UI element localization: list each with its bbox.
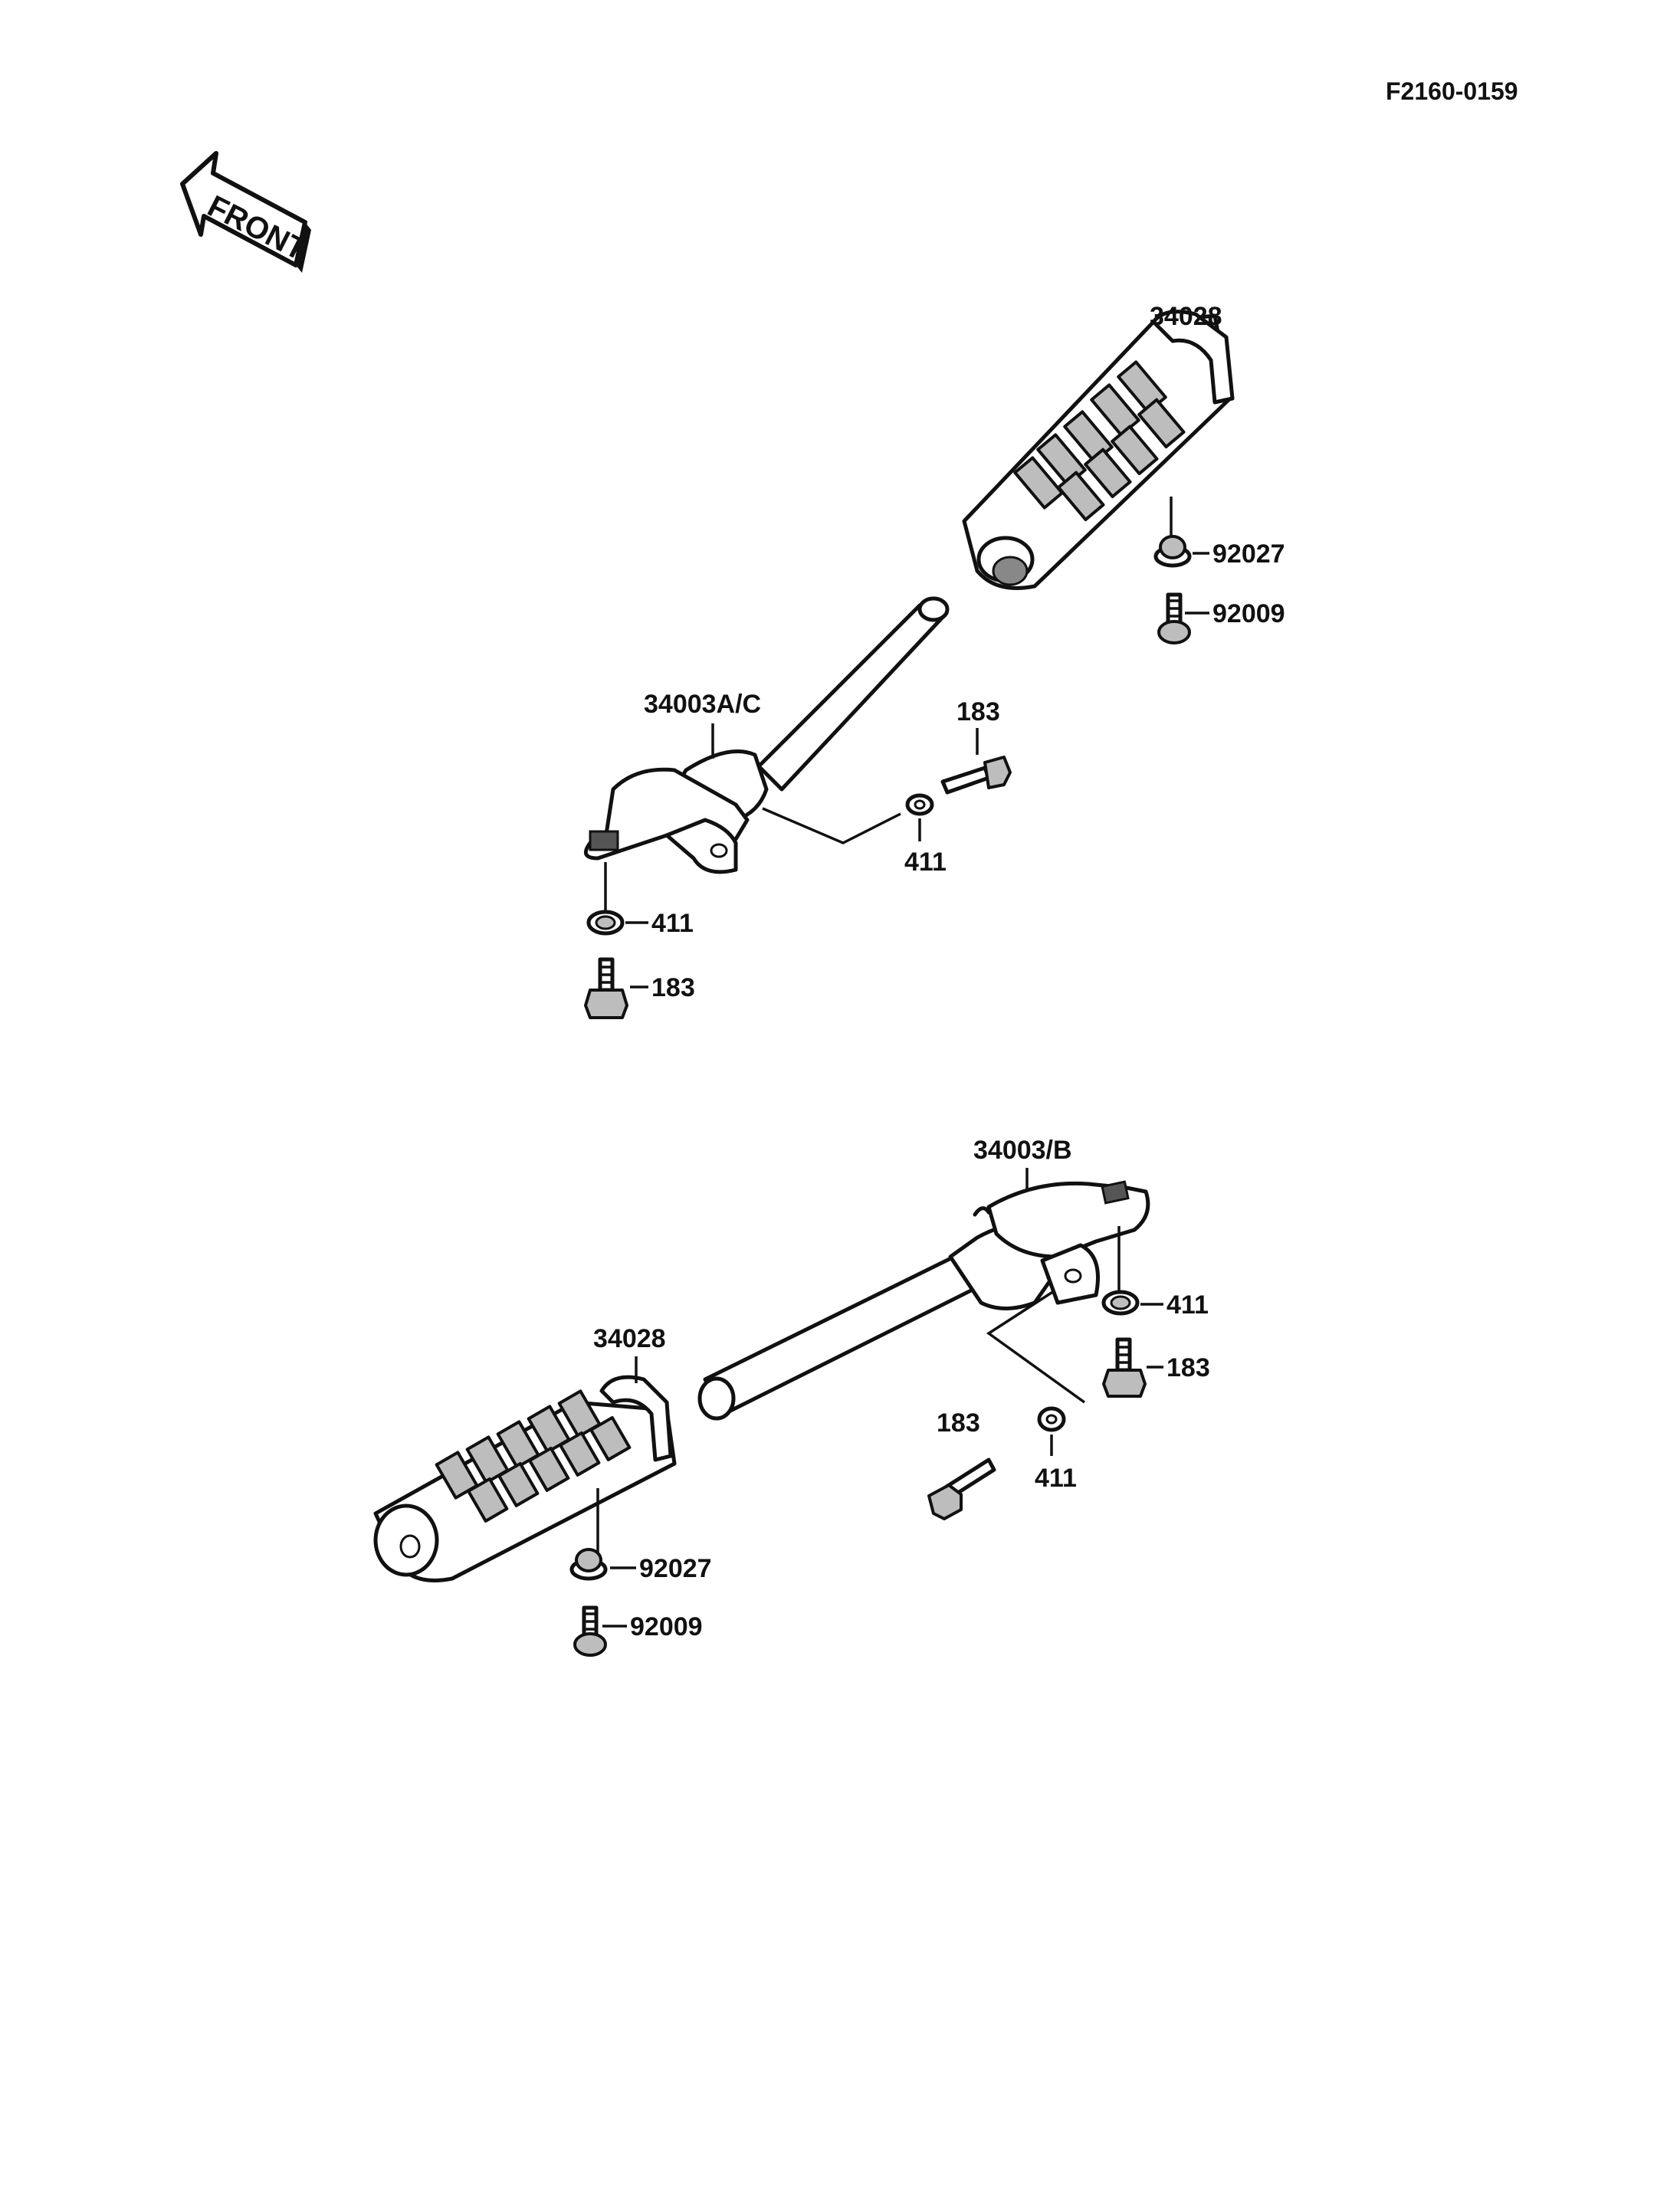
- upper-label-411-left: 411: [651, 909, 694, 938]
- upper-label-92009: 92009: [1212, 599, 1285, 628]
- upper-footpeg-bracket: [583, 596, 950, 874]
- lower-washer-mid: [1037, 1406, 1066, 1432]
- upper-label-34003ac: 34003A/C: [644, 690, 761, 719]
- lower-label-92009: 92009: [630, 1612, 703, 1641]
- lower-label-411-right: 411: [1166, 1290, 1209, 1320]
- lower-washer-plain: [569, 1548, 608, 1581]
- lower-bolt-right: [1102, 1337, 1147, 1398]
- diagram-code: F2160-0159: [1386, 77, 1518, 105]
- upper-washer-plain: [1153, 535, 1192, 568]
- upper-label-411-right: 411: [904, 848, 947, 877]
- lower-washer-right: [1101, 1290, 1140, 1316]
- lower-bolt-rubber: [573, 1605, 607, 1657]
- upper-bolt-rubber: [1157, 592, 1191, 644]
- lower-label-183-right: 183: [1166, 1353, 1210, 1382]
- upper-bolt-right: [940, 756, 1012, 795]
- upper-label-34028: 34028: [1150, 302, 1222, 331]
- lower-bolt-mid: [927, 1458, 996, 1520]
- front-arrow-icon: FRONT: [180, 151, 312, 273]
- lower-label-411-mid: 411: [1035, 1464, 1077, 1493]
- lower-label-34003b: 34003/B: [973, 1136, 1072, 1165]
- upper-label-183-right: 183: [956, 697, 1000, 726]
- upper-bolt-left: [584, 957, 628, 1019]
- lower-footpeg-rubber: [373, 1375, 677, 1582]
- upper-label-183-left: 183: [651, 973, 695, 1002]
- upper-washer-left: [586, 910, 625, 936]
- lower-footpeg-bracket: [697, 1180, 1150, 1421]
- lower-label-183-mid: 183: [937, 1408, 980, 1438]
- lower-label-92027: 92027: [639, 1554, 712, 1583]
- upper-footpeg-rubber: [962, 310, 1235, 590]
- upper-washer-right: [905, 793, 934, 816]
- upper-label-92027: 92027: [1212, 539, 1285, 569]
- lower-label-34028: 34028: [593, 1324, 666, 1353]
